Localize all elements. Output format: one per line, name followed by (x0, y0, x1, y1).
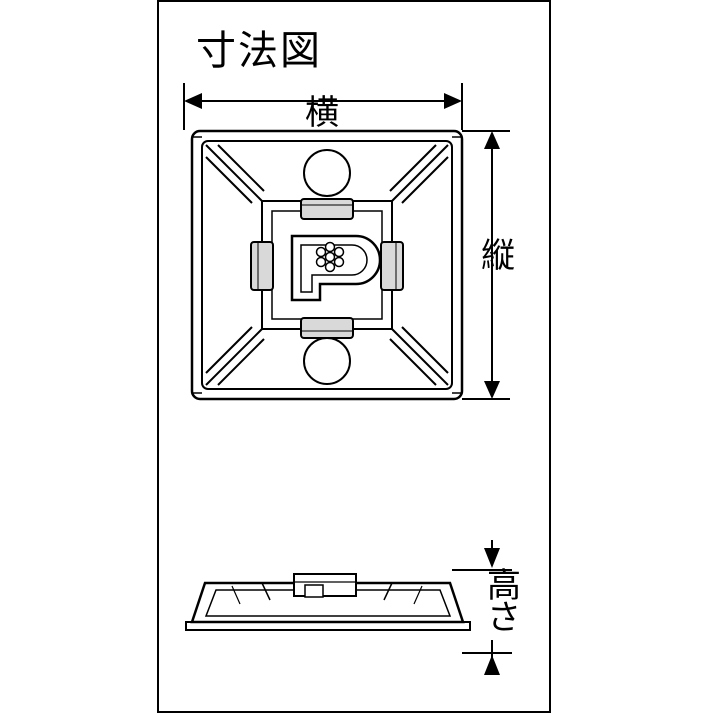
takasa-char-1: 高 (487, 566, 521, 606)
mount-side-view (185, 573, 471, 631)
page-title: 寸法図 (196, 28, 322, 74)
thickness-dimension-label: 高さ (482, 569, 526, 639)
width-dimension (183, 83, 463, 130)
vertical-dimension (462, 130, 510, 400)
flower-ornament (315, 241, 345, 273)
width-dimension-label: 横 (305, 93, 339, 133)
takasa-char-2: さ (487, 598, 521, 639)
vertical-dimension-label: 縦 (481, 236, 515, 276)
mount-top-view (190, 129, 464, 401)
thickness-dimension (452, 540, 512, 675)
